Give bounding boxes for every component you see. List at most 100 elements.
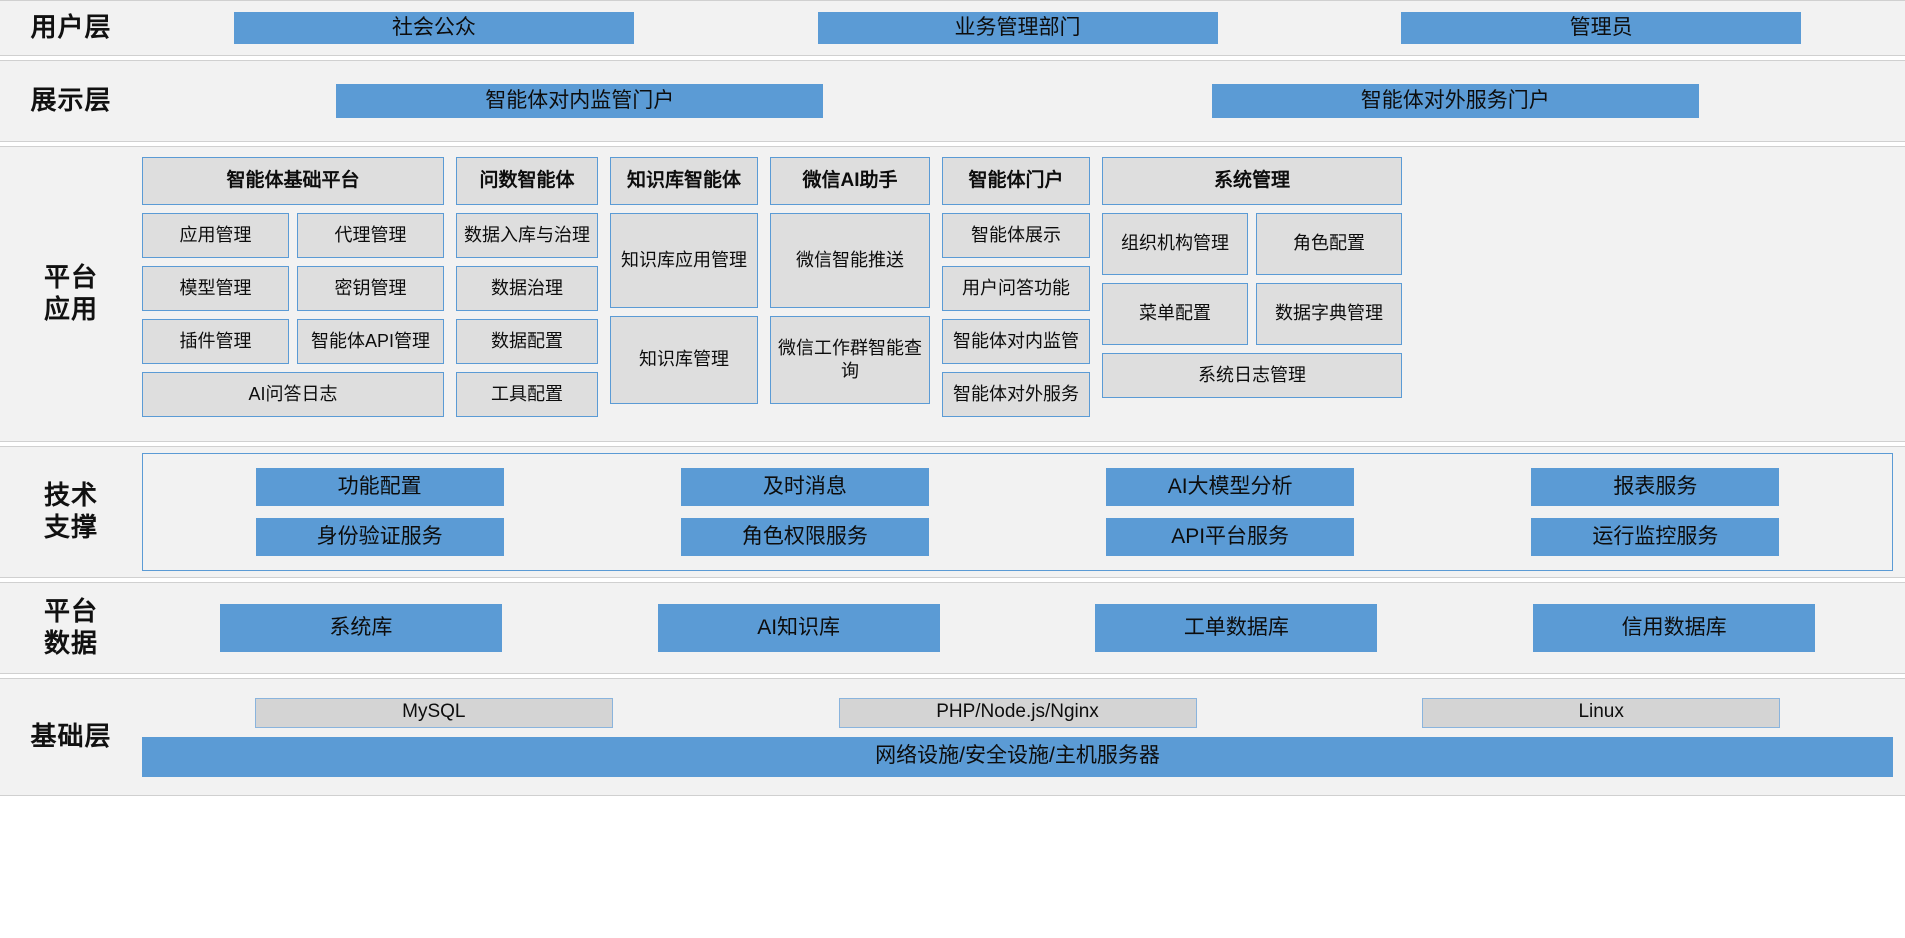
technical-support-row-2: 身份验证服务 角色权限服务 API平台服务 运行监控服务 [167, 518, 1868, 556]
platform-column-header-agent-portal[interactable]: 智能体门户 [942, 157, 1090, 205]
platform-column-header-knowledge-base-agent[interactable]: 知识库智能体 [610, 157, 758, 205]
data-slot-3: 工单数据库 [1018, 604, 1456, 652]
platform-row: 智能体展示 [942, 213, 1090, 258]
infrastructure-foundation-row: 网络设施/安全设施/主机服务器 [142, 736, 1893, 777]
platform-row: 工具配置 [456, 372, 598, 417]
tech-slot-4: 报表服务 [1443, 468, 1868, 506]
platform-item-app-mgmt[interactable]: 应用管理 [142, 213, 289, 258]
layer-label-user: 用户层 [0, 1, 142, 55]
platform-item-data-config[interactable]: 数据配置 [456, 319, 598, 364]
layer-label-data-line2: 数据 [43, 628, 98, 658]
platform-item-model-mgmt[interactable]: 模型管理 [142, 266, 289, 311]
platform-row: 智能体对外服务 [942, 372, 1090, 417]
platform-item-kb-mgmt[interactable]: 知识库管理 [610, 316, 758, 404]
platform-item-kb-app-mgmt[interactable]: 知识库应用管理 [610, 213, 758, 308]
platform-item-ai-qa-log[interactable]: AI问答日志 [142, 372, 444, 417]
platform-item-wechat-smart-push[interactable]: 微信智能推送 [770, 213, 930, 308]
data-item-system-db[interactable]: 系统库 [219, 604, 502, 652]
platform-item-plugin-mgmt[interactable]: 插件管理 [142, 319, 289, 364]
infra-item-mysql[interactable]: MySQL [254, 697, 613, 728]
data-item-credit-db[interactable]: 信用数据库 [1533, 604, 1816, 652]
layer-label-infrastructure: 基础层 [0, 679, 142, 795]
platform-row: 数据治理 [456, 266, 598, 311]
platform-row: 菜单配置 数据字典管理 [1102, 283, 1402, 345]
layer-body-technical-support: 功能配置 及时消息 AI大模型分析 报表服务 身份验证服务 [142, 447, 1905, 577]
platform-row: 系统日志管理 [1102, 353, 1402, 398]
tech-slot-6: 角色权限服务 [592, 518, 1017, 556]
tech-item-instant-message[interactable]: 及时消息 [680, 468, 929, 506]
presentation-slot-1: 智能体对内监管门户 [142, 84, 1018, 118]
presentation-slot-2: 智能体对外服务门户 [1018, 84, 1894, 118]
layer-label-presentation-line1: 展示层 [30, 85, 112, 116]
data-item-workorder-db[interactable]: 工单数据库 [1095, 604, 1378, 652]
layer-body-presentation: 智能体对内监管门户 智能体对外服务门户 [142, 61, 1905, 141]
platform-row: 组织机构管理 角色配置 [1102, 213, 1402, 275]
user-box-public[interactable]: 社会公众 [233, 12, 634, 44]
platform-item-agent-external-service[interactable]: 智能体对外服务 [942, 372, 1090, 417]
platform-item-menu-config[interactable]: 菜单配置 [1102, 283, 1248, 345]
technical-support-row-1: 功能配置 及时消息 AI大模型分析 报表服务 [167, 468, 1868, 506]
data-item-ai-knowledge-db[interactable]: AI知识库 [657, 604, 940, 652]
platform-column-header-wechat-ai-assistant[interactable]: 微信AI助手 [770, 157, 930, 205]
infra-item-php-node-nginx[interactable]: PHP/Node.js/Nginx [838, 697, 1197, 728]
platform-item-org-mgmt[interactable]: 组织机构管理 [1102, 213, 1248, 275]
platform-item-wechat-group-query[interactable]: 微信工作群智能查询 [770, 316, 930, 404]
platform-row: 微信工作群智能查询 [770, 316, 930, 404]
platform-column-data-query-agent: 问数智能体 数据入库与治理 数据治理 数据配置 工具配置 [456, 157, 598, 417]
layer-label-infra-line1: 基础层 [30, 721, 112, 752]
platform-item-data-governance[interactable]: 数据治理 [456, 266, 598, 311]
platform-item-agent-showcase[interactable]: 智能体展示 [942, 213, 1090, 258]
platform-item-agent-internal-supervision[interactable]: 智能体对内监管 [942, 319, 1090, 364]
platform-row: 知识库管理 [610, 316, 758, 404]
tech-item-runtime-monitoring-service[interactable]: 运行监控服务 [1531, 518, 1780, 556]
tech-slot-3: AI大模型分析 [1018, 468, 1443, 506]
tech-item-ai-llm-analysis[interactable]: AI大模型分析 [1106, 468, 1355, 506]
layer-label-presentation: 展示层 [0, 61, 142, 141]
layer-platform-data: 平台 数据 系统库 AI知识库 工单数据库 信用数据库 [0, 582, 1905, 674]
presentation-box-external-portal[interactable]: 智能体对外服务门户 [1211, 84, 1699, 118]
platform-column-header-base-platform[interactable]: 智能体基础平台 [142, 157, 444, 205]
data-slot-1: 系统库 [142, 604, 580, 652]
platform-column-wechat-ai-assistant: 微信AI助手 微信智能推送 微信工作群智能查询 [770, 157, 930, 404]
layer-label-platform-data: 平台 数据 [0, 583, 142, 673]
tech-item-function-config[interactable]: 功能配置 [255, 468, 504, 506]
infra-slot-1: MySQL [142, 697, 726, 728]
tech-item-role-permission-service[interactable]: 角色权限服务 [680, 518, 929, 556]
technical-support-frame: 功能配置 及时消息 AI大模型分析 报表服务 身份验证服务 [142, 453, 1893, 571]
platform-row: 知识库应用管理 [610, 213, 758, 308]
platform-item-agent-api-mgmt[interactable]: 智能体API管理 [297, 319, 444, 364]
platform-column-base-platform: 智能体基础平台 应用管理 代理管理 模型管理 密钥管理 插件管理 智能体API管… [142, 157, 444, 417]
platform-row: 用户问答功能 [942, 266, 1090, 311]
tech-item-api-platform-service[interactable]: API平台服务 [1106, 518, 1355, 556]
layer-label-tech-line2: 支撑 [43, 512, 98, 542]
platform-item-data-dictionary-mgmt[interactable]: 数据字典管理 [1256, 283, 1402, 345]
platform-column-header-data-query-agent[interactable]: 问数智能体 [456, 157, 598, 205]
layer-label-technical-support: 技术 支撑 [0, 447, 142, 577]
tech-item-report-service[interactable]: 报表服务 [1531, 468, 1780, 506]
presentation-box-internal-portal[interactable]: 智能体对内监管门户 [336, 84, 824, 118]
platform-row: AI问答日志 [142, 372, 444, 417]
platform-item-agent-mgmt[interactable]: 代理管理 [297, 213, 444, 258]
tech-slot-8: 运行监控服务 [1443, 518, 1868, 556]
platform-item-user-qa[interactable]: 用户问答功能 [942, 266, 1090, 311]
platform-item-system-log-mgmt[interactable]: 系统日志管理 [1102, 353, 1402, 398]
layer-body-platform-application: 智能体基础平台 应用管理 代理管理 模型管理 密钥管理 插件管理 智能体API管… [142, 147, 1905, 441]
tech-slot-2: 及时消息 [592, 468, 1017, 506]
infra-item-linux[interactable]: Linux [1422, 697, 1781, 728]
layer-label-user-line1: 用户层 [30, 12, 112, 43]
tech-item-identity-auth-service[interactable]: 身份验证服务 [255, 518, 504, 556]
platform-column-header-system-management[interactable]: 系统管理 [1102, 157, 1402, 205]
infra-item-network-security-servers[interactable]: 网络设施/安全设施/主机服务器 [142, 736, 1893, 777]
platform-item-data-ingest-governance[interactable]: 数据入库与治理 [456, 213, 598, 258]
infra-slot-3: Linux [1309, 697, 1893, 728]
tech-slot-7: API平台服务 [1018, 518, 1443, 556]
platform-item-key-mgmt[interactable]: 密钥管理 [297, 266, 444, 311]
layer-body-infrastructure: MySQL PHP/Node.js/Nginx Linux 网络设施/安全设施/… [142, 679, 1905, 795]
user-box-admin[interactable]: 管理员 [1401, 12, 1802, 44]
platform-item-tool-config[interactable]: 工具配置 [456, 372, 598, 417]
data-slot-2: AI知识库 [580, 604, 1018, 652]
layer-label-platform-line1: 平台 [43, 262, 98, 293]
layer-label-tech-line1: 技术 [43, 480, 98, 511]
platform-item-role-config[interactable]: 角色配置 [1256, 213, 1402, 275]
user-box-business-dept[interactable]: 业务管理部门 [817, 12, 1218, 44]
